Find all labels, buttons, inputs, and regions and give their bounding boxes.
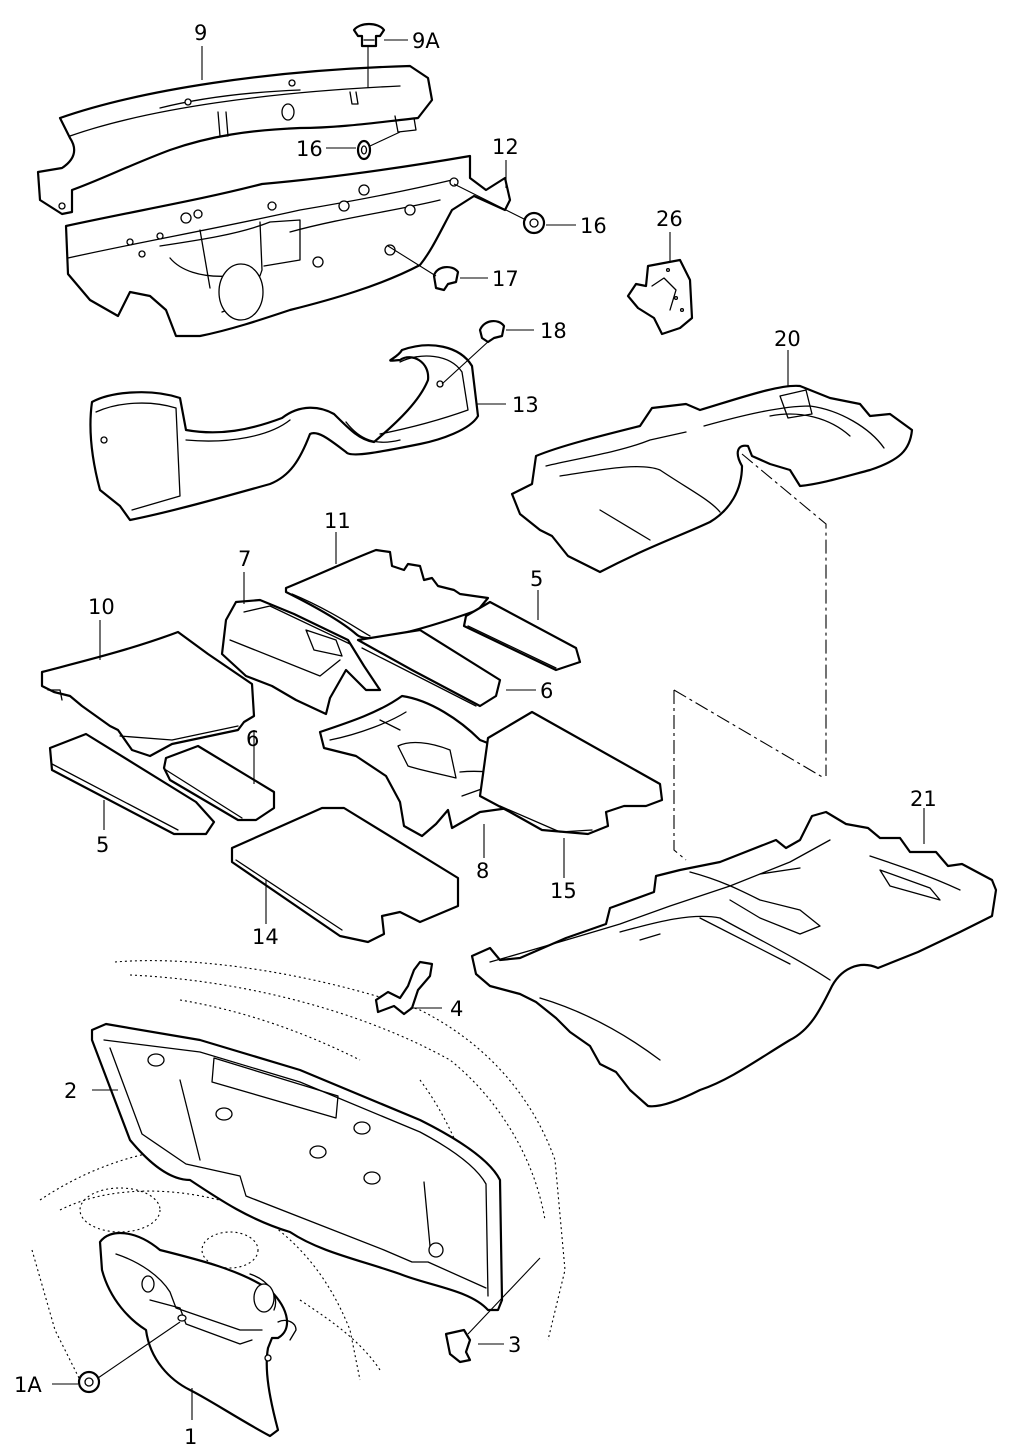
leader-lines xyxy=(52,39,925,1420)
part-16-grommet-right[interactable] xyxy=(522,211,546,235)
callout-11: 11 xyxy=(324,509,351,533)
callout-1: 1 xyxy=(184,1425,197,1449)
callout-16-right: 16 xyxy=(580,214,607,238)
part-10-mat[interactable] xyxy=(40,630,256,758)
part-12-firewall-insulation[interactable] xyxy=(64,154,512,338)
callout-7: 7 xyxy=(238,547,251,571)
callout-3: 3 xyxy=(508,1333,521,1357)
part-4-bracket[interactable] xyxy=(374,960,434,1016)
part-20-rear-mat[interactable] xyxy=(510,384,914,574)
callout-9a: 9A xyxy=(412,29,440,53)
callout-labels: 9 9A 16 12 16 17 26 18 20 13 11 7 5 10 6… xyxy=(14,21,937,1449)
callout-6-lower: 6 xyxy=(246,727,259,751)
part-2-hood-insulation[interactable] xyxy=(90,1022,504,1312)
callout-12: 12 xyxy=(492,135,519,159)
part-7-tunnel-pad[interactable] xyxy=(220,598,382,716)
callout-5-lower: 5 xyxy=(96,833,109,857)
callout-18: 18 xyxy=(540,319,567,343)
part-9a-clip[interactable] xyxy=(352,22,386,48)
part-5-strip-upper[interactable] xyxy=(462,600,582,672)
part-11-mat[interactable] xyxy=(284,548,490,640)
part-21-front-carpet[interactable] xyxy=(470,810,998,1108)
callout-20: 20 xyxy=(774,327,801,351)
callout-8: 8 xyxy=(476,859,489,883)
callout-2: 2 xyxy=(64,1079,77,1103)
part-15-mat[interactable] xyxy=(478,710,664,836)
part-18-clip[interactable] xyxy=(478,320,506,344)
callout-17: 17 xyxy=(492,267,519,291)
alignment-lines xyxy=(673,453,827,861)
part-1a-grommet[interactable] xyxy=(77,1370,101,1394)
callout-4: 4 xyxy=(450,997,463,1021)
callout-15: 15 xyxy=(550,879,577,903)
callout-10: 10 xyxy=(88,595,115,619)
callout-6-upper: 6 xyxy=(540,679,553,703)
callout-9: 9 xyxy=(194,21,207,45)
part-26-pad[interactable] xyxy=(626,258,694,336)
callout-5-upper: 5 xyxy=(530,567,543,591)
callout-26: 26 xyxy=(656,207,683,231)
callout-14: 14 xyxy=(252,925,279,949)
part-1-side-insulation[interactable] xyxy=(98,1231,297,1438)
part-17-clip[interactable] xyxy=(432,266,460,292)
part-5-strip-lower[interactable] xyxy=(48,732,216,836)
callout-16-upper: 16 xyxy=(296,137,323,161)
callout-21: 21 xyxy=(910,787,937,811)
part-14-mat[interactable] xyxy=(230,806,460,944)
callout-1a: 1A xyxy=(14,1373,42,1397)
part-9-bulkhead-cover[interactable] xyxy=(36,64,434,216)
callout-13: 13 xyxy=(512,393,539,417)
part-13-floor-insulation[interactable] xyxy=(89,344,480,522)
part-6-strip-lower[interactable] xyxy=(162,744,276,822)
part-6-strip-upper[interactable] xyxy=(356,628,502,708)
part-3-clip[interactable] xyxy=(444,1328,472,1364)
part-16-grommet-upper[interactable] xyxy=(356,139,372,161)
